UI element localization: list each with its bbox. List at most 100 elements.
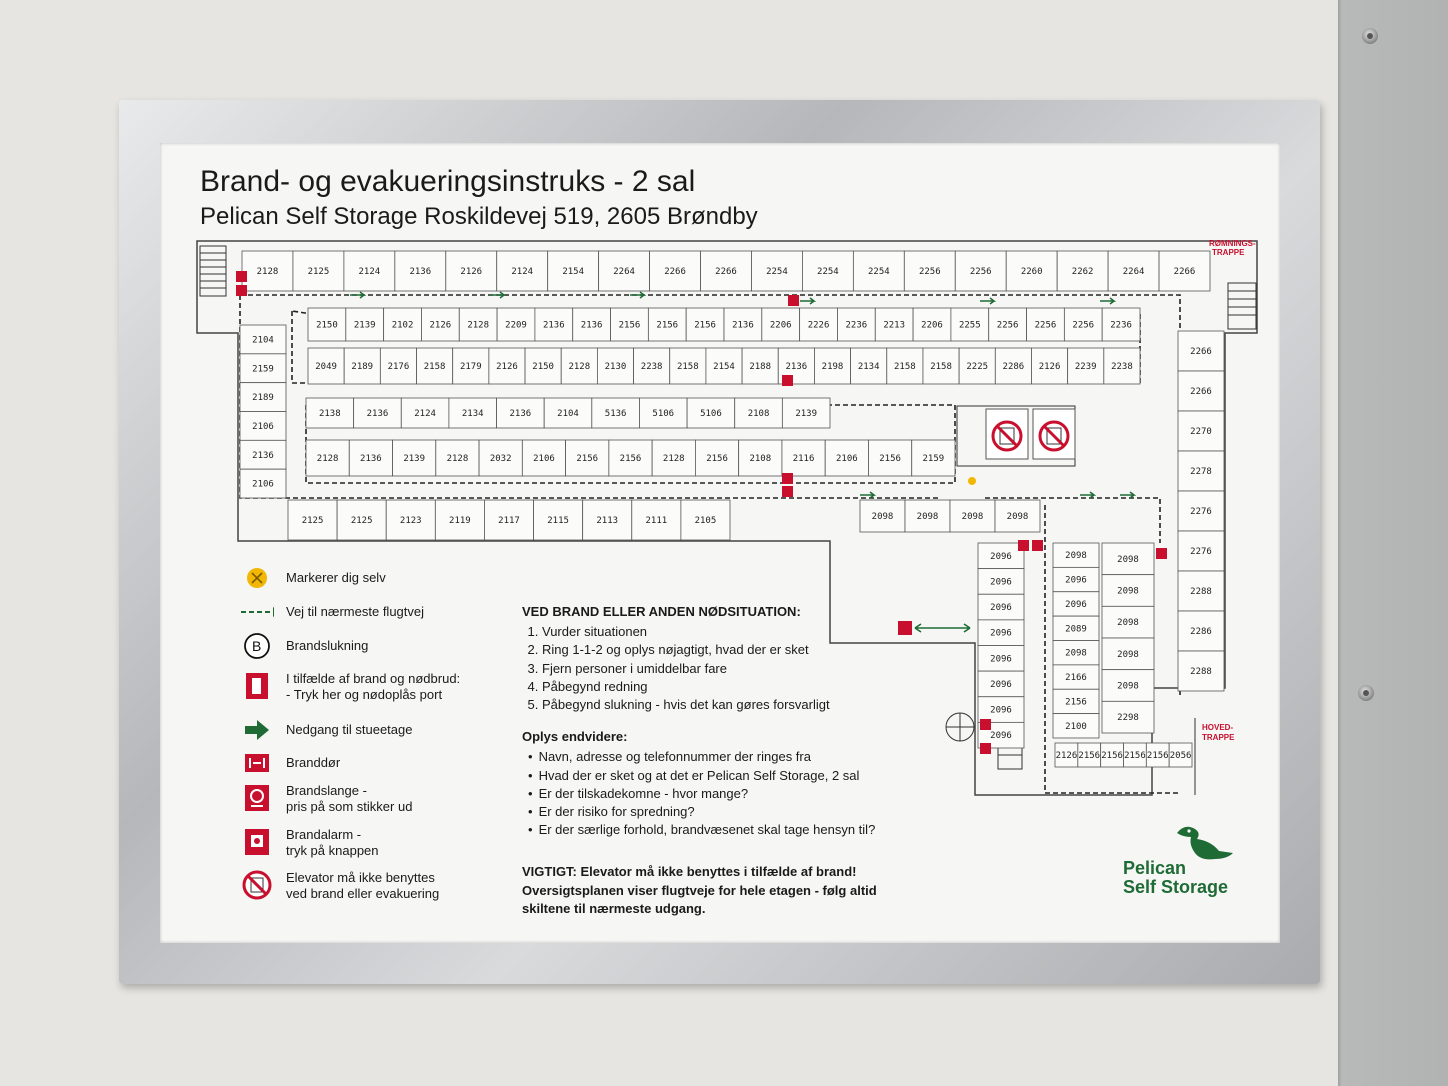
unit-number: 2236 [846,321,868,331]
storage-unit [392,439,437,477]
unit-number: 2098 [1065,649,1087,659]
unit-number: 2106 [836,454,858,464]
fire-safety-icon [1018,540,1029,551]
storage-unit [239,353,287,384]
storage-unit [799,307,838,342]
unit-number: 2128 [568,362,590,372]
unit-number: 2254 [868,267,890,277]
unit-number: 2156 [620,454,642,464]
unit-number: 2298 [1117,713,1139,723]
unit-number: 2136 [360,454,382,464]
unit-number: 2238 [641,362,663,372]
unit-number: 2096 [990,629,1012,639]
storage-unit [954,250,1007,292]
unit-number: 2254 [817,267,839,277]
unit-number: 2136 [543,321,565,331]
unit-number: 2239 [1075,362,1097,372]
legend-item: Vej til nærmeste flugtvej [240,597,424,627]
unit-number: 2156 [656,321,678,331]
storage-unit [385,499,436,541]
storage-unit [416,347,454,385]
storage-unit [608,439,653,477]
storage-unit [977,619,1025,646]
screw [1358,685,1374,701]
unit-number: 2128 [317,454,339,464]
storage-unit [977,670,1025,698]
unit-number: 2189 [252,393,274,403]
storage-unit [239,324,287,355]
storage-unit [781,439,826,477]
storage-unit [1052,713,1100,739]
unit-number: 2096 [990,731,1012,741]
instruction-step: Fjern personer i umiddelbar fare [542,660,942,678]
legend-item: Brandslange - pris på som stikker ud [240,783,412,815]
storage-unit [859,499,906,533]
more-info-item: Navn, adresse og telefonnummer der ringe… [539,748,942,766]
storage-unit [524,347,562,385]
pelican-logo: Pelican Self Storage [1123,823,1253,903]
legend-item: Branddør [240,748,340,778]
no-elevator-icon [240,870,274,900]
unit-number: 2032 [490,454,512,464]
fire-safety-icon [980,719,991,730]
storage-unit [305,397,355,429]
storage-unit [1052,688,1100,715]
storage-unit [1168,742,1193,768]
escape-route-arrow-icon [860,491,877,499]
storage-unit [1052,615,1100,641]
instruction-step: Påbegynd redning [542,678,942,696]
unit-number: 2236 [1110,321,1132,331]
storage-unit [1005,250,1058,292]
unit-number: 2266 [1174,267,1196,277]
instructions-heading: VED BRAND ELLER ANDEN NØDSITUATION: [522,604,801,619]
storage-unit [521,439,567,477]
unit-number: 2098 [1007,512,1029,522]
unit-number: 2115 [547,516,569,526]
unit-number: 2150 [316,321,338,331]
storage-unit [1177,650,1225,692]
unit-number: 2116 [793,454,815,464]
fire-call-point-icon [240,671,274,701]
escape-route-arrow-icon [1120,491,1137,499]
unit-number: 2108 [748,409,770,419]
more-info-item: Er der tilskadekomne - hvor mange? [539,785,942,803]
storage-unit [496,397,545,429]
escape-stair-label: RØMNINGS- [1209,239,1256,248]
storage-unit [723,307,763,342]
unit-number: 2262 [1072,267,1094,277]
unit-number: 2096 [1065,576,1087,586]
storage-unit [903,250,956,292]
storage-unit [977,645,1025,672]
fire-safety-icon [236,271,247,282]
unit-number: 2156 [1065,697,1087,707]
storage-unit [850,347,888,385]
escape-route-arrow-icon [1100,297,1117,305]
storage-unit [345,307,385,342]
unit-number: 2130 [605,362,627,372]
storage-unit [434,499,485,541]
unit-number: 2288 [1190,667,1212,677]
unit-number: 2254 [766,267,788,277]
unit-number: 2126 [1056,751,1078,761]
unit-number: 2156 [879,454,901,464]
storage-unit [685,307,725,342]
unit-number: 2270 [1190,427,1212,437]
unit-number: 2176 [388,362,410,372]
storage-unit [239,382,287,412]
storage-unit [837,307,876,342]
storage-unit [852,250,905,292]
unit-number: 2256 [970,267,992,277]
legend-item: Nedgang til stueetage [240,715,412,745]
unit-number: 2106 [252,422,274,432]
unit-number: 2266 [1190,387,1212,397]
storage-unit [239,468,287,499]
unit-number: 2049 [315,362,337,372]
storage-unit [1052,664,1100,690]
svg-text:B: B [252,638,261,654]
unit-number: 2136 [732,321,754,331]
unit-number: 2156 [694,321,716,331]
instruction-step: Vurder situationen [542,623,942,641]
storage-unit [680,499,731,541]
fire-safety-icon [1032,540,1043,551]
pelican-bird-icon [1177,826,1233,860]
